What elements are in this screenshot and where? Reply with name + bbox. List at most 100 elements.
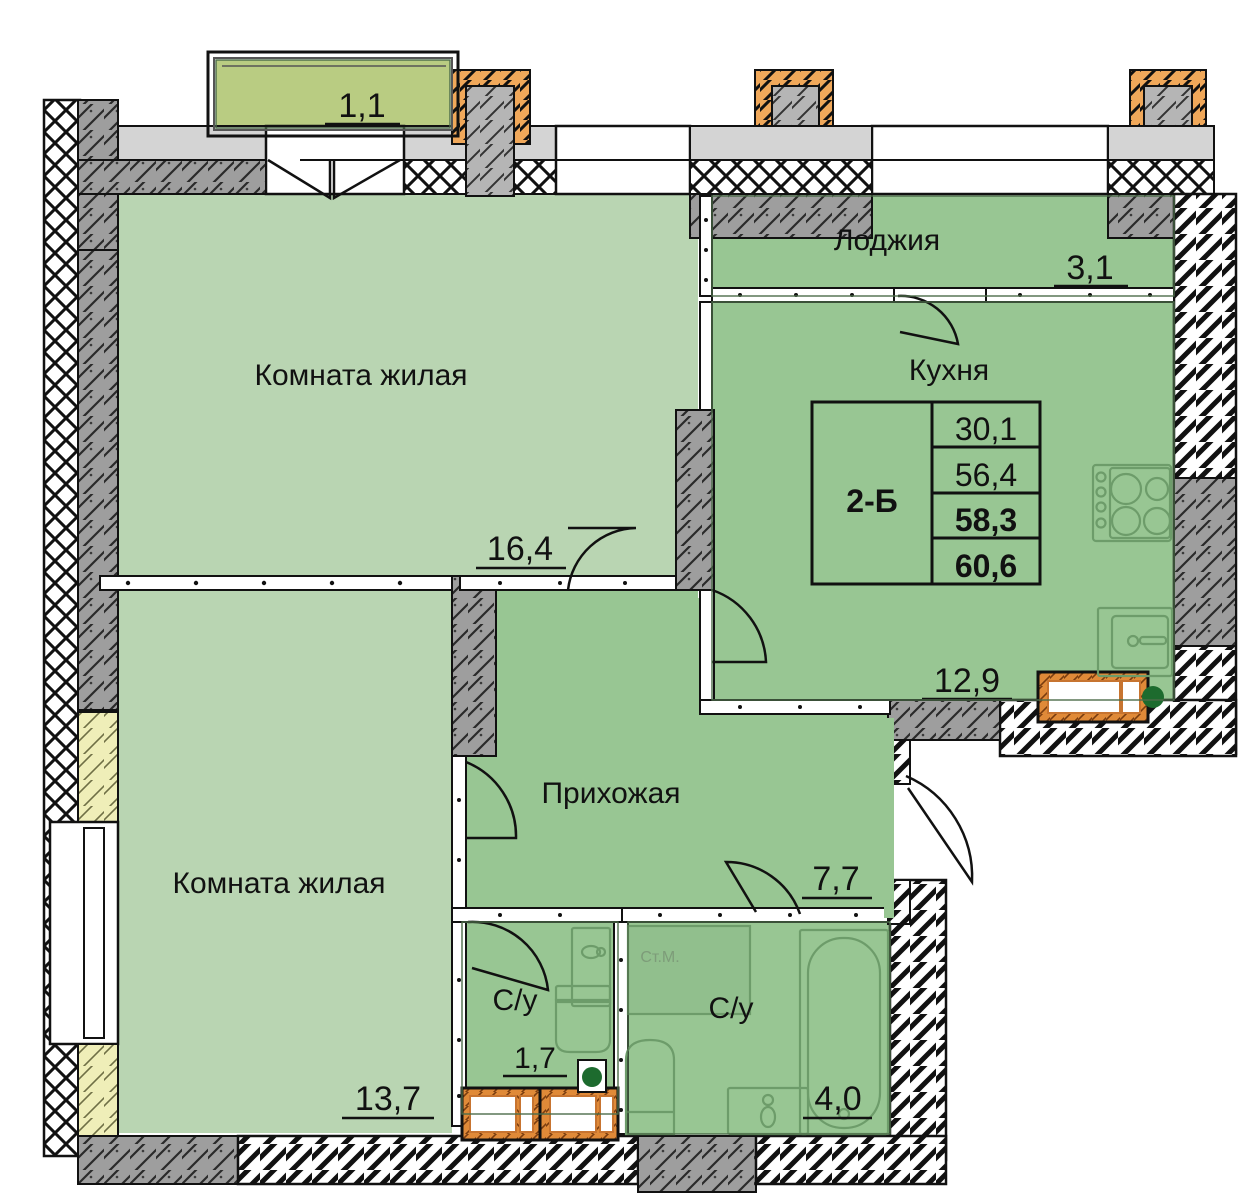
- bath-small-basin: [580, 944, 602, 960]
- info-table-code: 2-Б: [846, 483, 897, 519]
- loggia-balcony-door: [893, 287, 987, 303]
- wall-bottom-diag: [236, 1134, 640, 1186]
- door-bath-small: [467, 920, 550, 992]
- burner-4: [1142, 506, 1172, 536]
- fixtures: [554, 463, 1174, 1136]
- door-entrance: [905, 774, 974, 886]
- doors: [267, 158, 974, 992]
- kitchen-sink-drain: [1126, 634, 1140, 648]
- exterior-walls: [42, 69, 1238, 1193]
- riser-dot-bath: [582, 1067, 602, 1087]
- wall-hall-left: [451, 755, 467, 1127]
- wall-right-outer: [1172, 192, 1238, 756]
- wall-top-right-lt: [1107, 125, 1215, 161]
- door-kitchen: [711, 588, 768, 664]
- wall-mid-vert-conc: [451, 575, 497, 757]
- kitchen-sink-counter: [1096, 606, 1174, 678]
- burner-1: [1109, 472, 1143, 506]
- wall-living-divider: [99, 575, 457, 591]
- room-fill-hallway-c: [698, 718, 888, 920]
- room-name-bath-small: С/у: [493, 984, 538, 1017]
- wall-top-pier-block: [689, 159, 873, 195]
- room-fill-hallway-a: [460, 590, 698, 920]
- wall-bottom-left-conc: [77, 1135, 239, 1185]
- balcony-outer-frame: [206, 50, 460, 138]
- room-outlines: [215, 59, 1175, 1135]
- room-fills: [100, 60, 1174, 1134]
- cooktop-knob-3: [1095, 501, 1107, 513]
- area-kitchen: 12,9: [934, 662, 1000, 700]
- room-name-kitchen: Кухня: [909, 354, 989, 387]
- cooktop-knob-2: [1095, 486, 1107, 498]
- room-fill-living-top: [100, 192, 698, 582]
- wall-top-right-block: [1107, 159, 1215, 195]
- door-living-top: [566, 526, 637, 591]
- wall-between-baths-dots: [619, 958, 623, 1112]
- room-name-living-top: Комната жилая: [254, 359, 467, 392]
- room-fill-hallway-b: [698, 598, 888, 718]
- room-name-loggia: Лоджия: [834, 224, 940, 257]
- bath-small-cabinet: [570, 926, 612, 1008]
- wall-tl-corner-conc: [77, 159, 267, 195]
- wall-kitchen-bottom-conc: [887, 699, 1001, 741]
- area-bath-large: 4,0: [814, 1080, 861, 1118]
- label-washing-machine: Ст.М.: [640, 949, 679, 966]
- area-bath-small: 1,7: [514, 1042, 556, 1075]
- room-fill-living-bot: [100, 588, 452, 1133]
- bath-large-basin: [759, 1105, 777, 1129]
- wall-kitchen-left-conc: [675, 409, 715, 591]
- info-table-row-1: 56,4: [955, 457, 1017, 493]
- wall-top-pier-conc: [689, 193, 873, 239]
- door-bath-large: [723, 860, 802, 915]
- room-fill-balcony-top: [216, 60, 450, 128]
- info-table-row-0: 30,1: [955, 411, 1017, 447]
- room-name-living-bot: Комната жилая: [172, 867, 385, 900]
- area-balcony-top: 1,1: [338, 87, 385, 125]
- area-living-bot: 13,7: [355, 1080, 421, 1118]
- info-table: 2-Б 30,1 56,4 58,3 60,6: [810, 400, 1042, 586]
- door-living-bottom: [465, 760, 518, 840]
- wall-left-window-pane: [83, 827, 105, 1039]
- bath-small-toilet: [554, 998, 612, 1054]
- area-hallway: 7,7: [812, 860, 859, 898]
- pier-balcony-core: [465, 85, 515, 197]
- area-living-top: 16,4: [487, 530, 553, 568]
- wall-loggia-kitchen-b: [985, 287, 1175, 303]
- window-kitchen-pane-a: [1047, 680, 1121, 714]
- wall-bath-top: [451, 907, 623, 923]
- wall-top-left-lt: [117, 125, 267, 161]
- cooktop-hob: [1108, 466, 1172, 540]
- wall-right-lower: [888, 878, 948, 1162]
- bath-large-toilet: [624, 1038, 676, 1136]
- cooktop-knob-4: [1095, 517, 1107, 529]
- area-loggia: 3,1: [1066, 249, 1113, 287]
- wall-living-divider-dots: [125, 580, 403, 586]
- bath-small-tap: [595, 946, 607, 958]
- room-labels: 1,1 Лоджия 3,1 Кухня 12,9 Комната жилая …: [172, 87, 1128, 1120]
- kitchen-faucet: [1138, 635, 1168, 646]
- wall-bath-top-2: [621, 907, 895, 923]
- door-balcony-right: [332, 158, 401, 201]
- wall-kitchen-left: [699, 301, 713, 411]
- cooktop-knob-1: [1095, 471, 1107, 483]
- wall-left-concrete-mid: [77, 249, 119, 711]
- wall-left-insul-a: [77, 711, 119, 823]
- interior-walls: [99, 195, 1175, 1135]
- balcony-top: [206, 50, 460, 138]
- bath-large-tap: [761, 1093, 775, 1107]
- wall-bath-top-dots: [498, 913, 858, 917]
- info-table-row-3: 60,6: [955, 548, 1017, 584]
- bathtub-basin: [806, 936, 882, 1130]
- wall-top-pier-lt: [689, 125, 873, 161]
- wall-bottom-diag-2: [754, 1134, 948, 1186]
- room-name-bath-large: С/у: [709, 992, 754, 1025]
- window-kitchen-pane-b: [1121, 680, 1141, 714]
- wall-right-concrete: [1173, 477, 1237, 647]
- burner-2: [1144, 476, 1170, 502]
- wall-left-insul-b: [77, 1043, 119, 1139]
- bath-small-cistern: [554, 984, 612, 1004]
- balcony-inner-frame: [213, 57, 453, 131]
- info-table-row-2: 58,3: [955, 502, 1017, 538]
